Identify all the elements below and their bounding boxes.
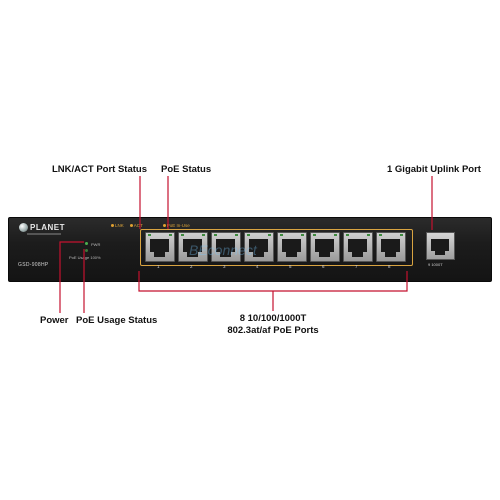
power-label: Power [40, 315, 69, 326]
led-legend: LNK ACT PoE In-Use [111, 223, 190, 228]
port-number-1: 1 [157, 264, 160, 269]
legend-act: ACT [129, 223, 143, 228]
poe-ports-label-line2: 802.3at/af PoE Ports [227, 325, 319, 336]
poe-status-label: PoE Status [161, 164, 212, 175]
rj45-port-6 [310, 232, 340, 262]
led-dot-icon [162, 224, 166, 227]
port-number-8: 8 [388, 264, 391, 269]
rj45-port-5 [277, 232, 307, 262]
rj45-port-4 [244, 232, 274, 262]
poe-usage-led [85, 249, 88, 252]
poe-ports-frame [140, 229, 413, 266]
logo-tagline-bar [27, 233, 61, 235]
legend-poe: PoE In-Use [162, 223, 190, 228]
uplink-port-number: 9 1000T [428, 262, 443, 267]
poe-usage-led-label: PoE Usage 100% [69, 255, 101, 260]
rj45-port-8 [376, 232, 406, 262]
leader-poe-ports-bracket [138, 271, 408, 292]
port-number-4: 4 [256, 264, 259, 269]
uplink-rj45-port [426, 232, 455, 260]
led-dot-icon [129, 224, 133, 227]
port-number-7: 7 [355, 264, 358, 269]
rj45-port-3 [211, 232, 241, 262]
port-number-5: 5 [289, 264, 292, 269]
port-number-2: 2 [190, 264, 193, 269]
rj45-port-7 [343, 232, 373, 262]
brand-logo: PLANET [19, 223, 65, 232]
globe-icon [19, 223, 28, 232]
power-led [85, 242, 88, 245]
uplink-port-label: 1 Gigabit Uplink Port [387, 164, 481, 175]
poe-usage-status-label: PoE Usage Status [76, 315, 158, 326]
poe-ports-label-line1: 8 10/100/1000T [239, 313, 307, 324]
legend-lnk: LNK [111, 223, 124, 228]
lnk-act-port-status-label: LNK/ACT Port Status [52, 164, 147, 175]
model-name: GSD-908HP [18, 262, 49, 268]
port-number-3: 3 [223, 264, 226, 269]
pwr-led-label: PWR [91, 242, 101, 247]
poe-ports-label: 8 10/100/1000T 802.3at/af PoE Ports [213, 313, 333, 337]
port-number-6: 6 [322, 264, 325, 269]
brand-name: PLANET [30, 223, 65, 232]
leader-power [59, 241, 84, 313]
rj45-port-1 [145, 232, 175, 262]
switch-front-panel: PLANET GSD-908HP PWR PoE Usage 100% LNK … [8, 217, 492, 282]
led-dot-icon [111, 224, 114, 227]
rj45-port-2 [178, 232, 208, 262]
